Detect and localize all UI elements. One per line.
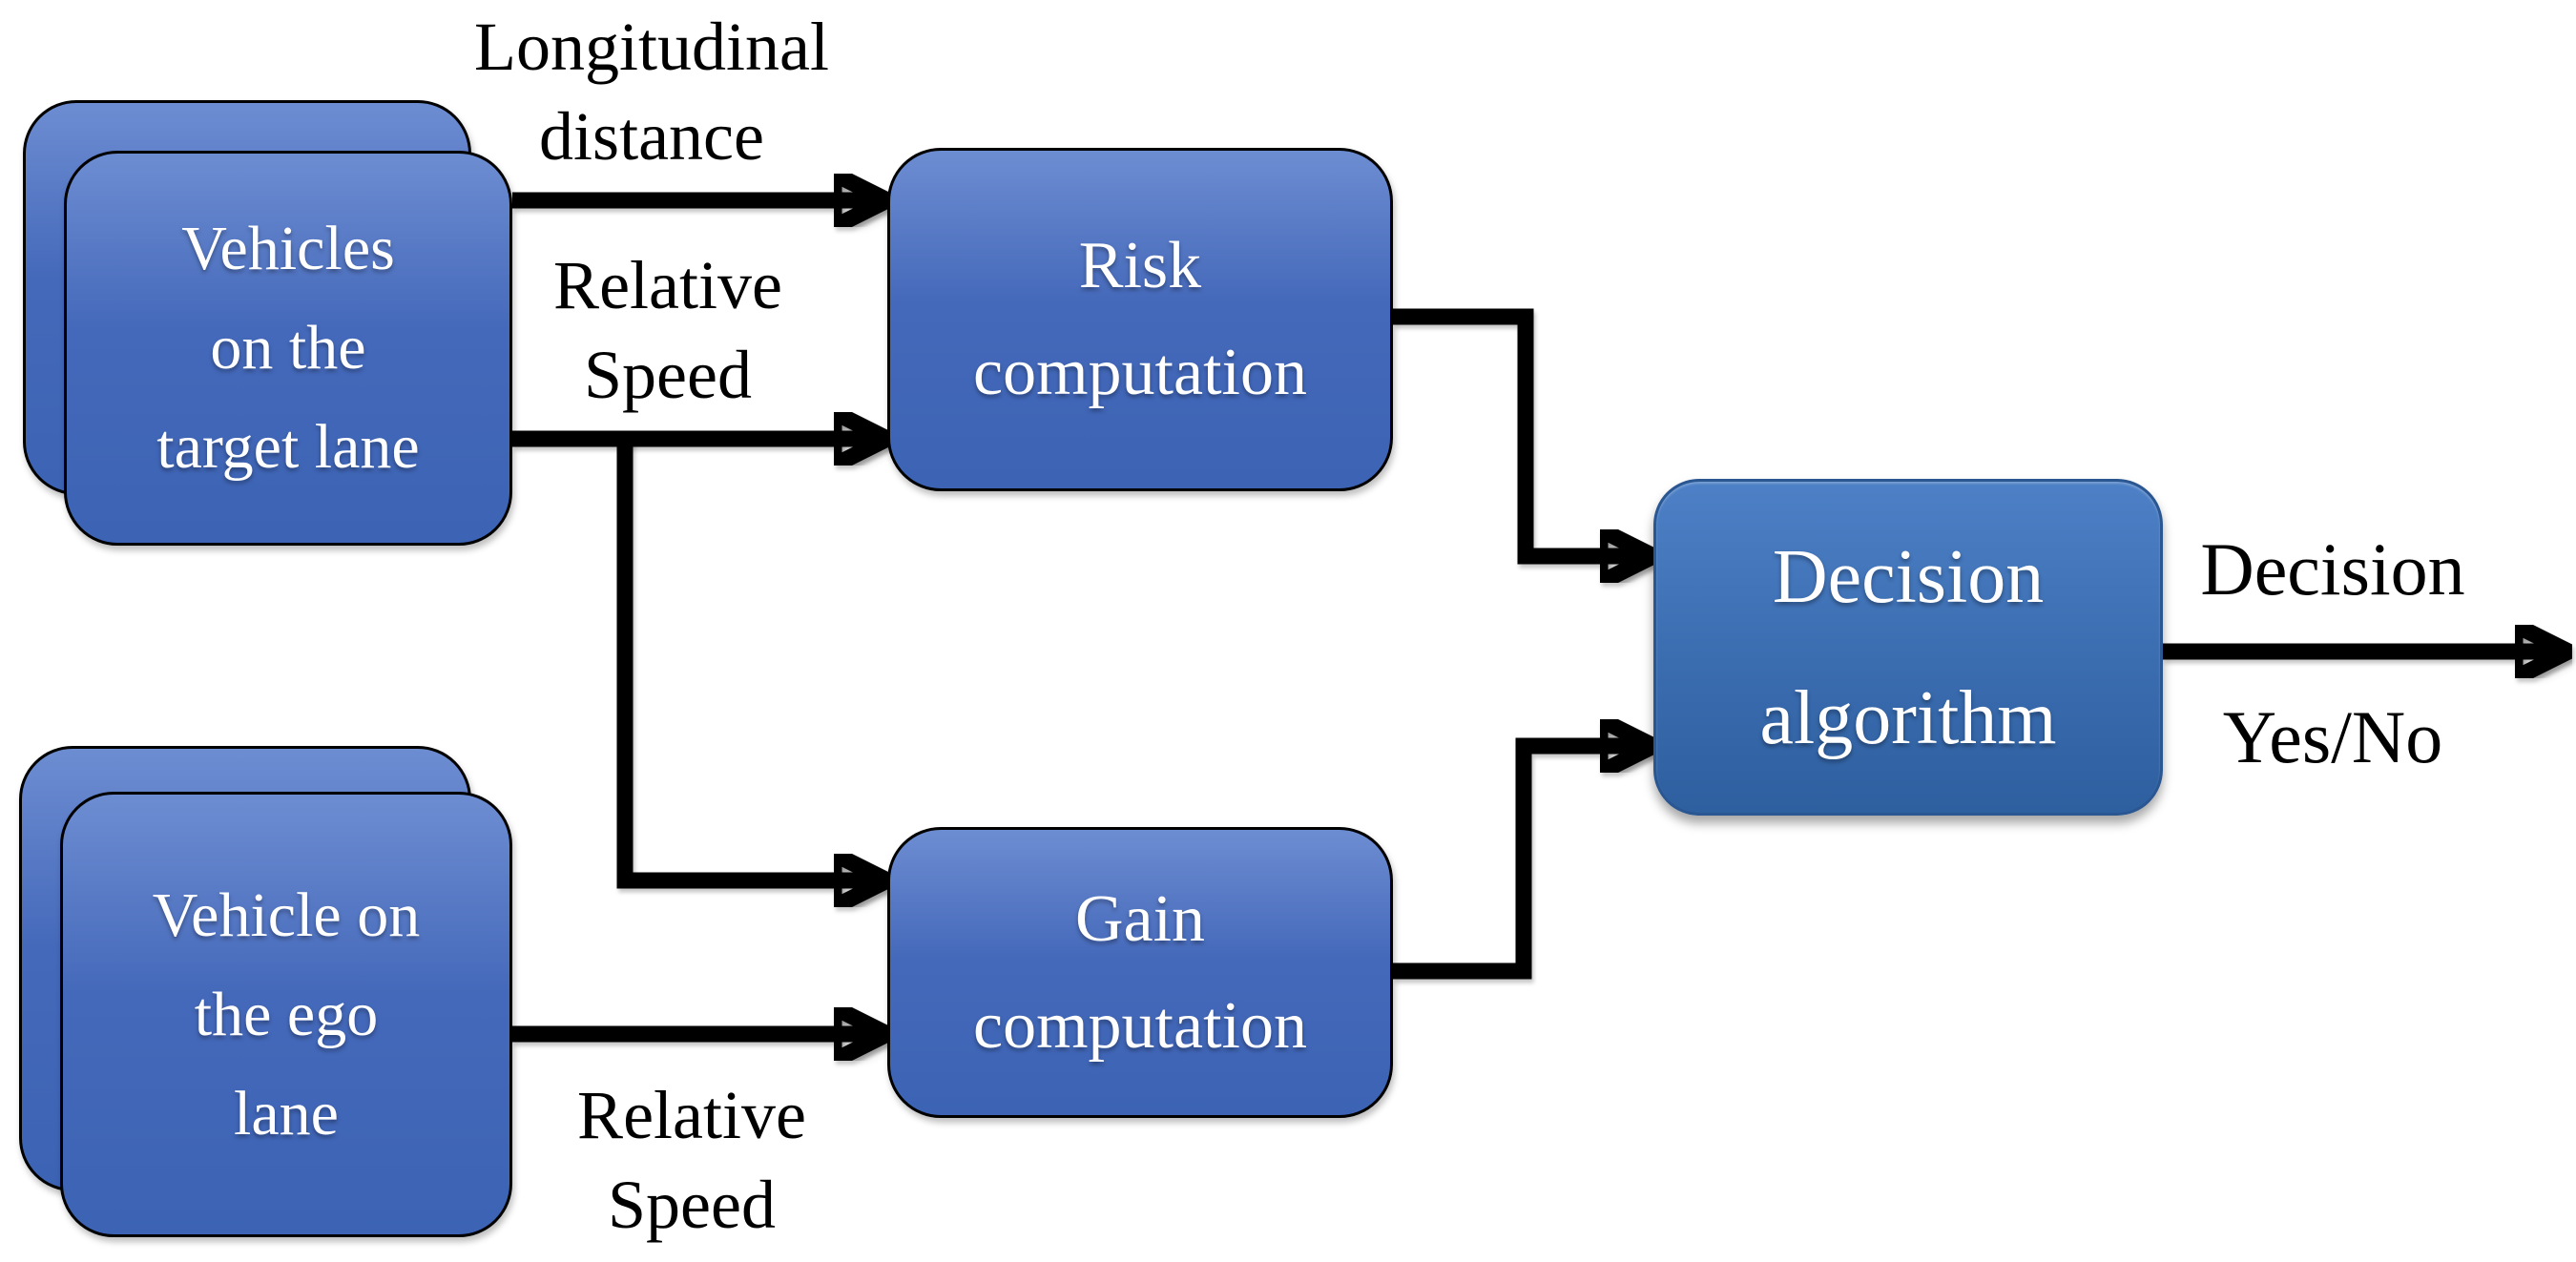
label-decision-output: Decision	[2200, 528, 2465, 610]
risk-computation-line: Risk	[1078, 229, 1202, 302]
label-line: distance	[539, 98, 764, 175]
target-lane-line: on the	[210, 313, 366, 383]
risk-computation-line: computation	[973, 336, 1307, 409]
label-line: Longitudinal	[474, 9, 829, 85]
label-decision-yes-no: Yes/No	[2222, 695, 2443, 778]
decision-algorithm-line: Decision	[1772, 534, 2045, 619]
ego-lane-line: Vehicle on	[152, 879, 421, 950]
target-lane-line: target lane	[156, 412, 420, 482]
label-line: Relative	[553, 247, 782, 323]
label-longitudinal-distance: Longitudinal distance	[413, 2, 890, 181]
arrow-risk-to-decision	[1393, 308, 1653, 556]
label-line: Relative	[577, 1077, 806, 1153]
arrow-branch-to-gain	[616, 434, 887, 880]
decision-algorithm-line: algorithm	[1759, 675, 2057, 760]
label-line: Speed	[584, 337, 752, 413]
gain-computation-line: Gain	[1074, 881, 1206, 956]
decision-algorithm-node: Decision algorithm	[1653, 479, 2163, 816]
ego-lane-line: lane	[234, 1078, 339, 1148]
risk-computation-node: Risk computation	[887, 148, 1393, 491]
target-lane-line: Vehicles	[181, 214, 395, 283]
label-line: Speed	[608, 1167, 776, 1243]
label-relative-speed-top: Relative Speed	[429, 240, 906, 420]
ego-lane-node: Vehicle on the ego lane	[60, 792, 512, 1237]
gain-computation-node: Gain computation	[887, 827, 1393, 1118]
arrow-gain-to-decision	[1393, 746, 1653, 980]
gain-computation-line: computation	[973, 988, 1307, 1063]
ego-lane-line: the ego	[194, 979, 379, 1049]
label-relative-speed-bottom: Relative Speed	[453, 1070, 930, 1250]
target-lane-node: Vehicles on the target lane	[64, 151, 512, 546]
